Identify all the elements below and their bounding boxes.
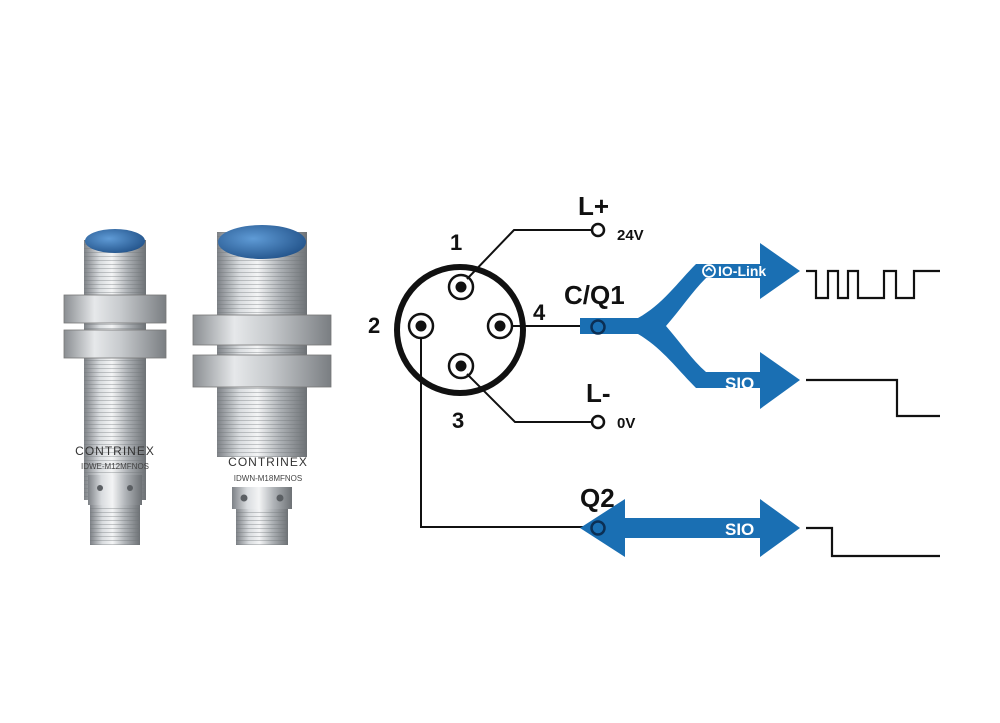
sensor-m18-led-ring (232, 487, 292, 509)
pin-4 (486, 312, 514, 340)
sensor-m18: CONTRINEX IDWN-M18MFNOS (192, 225, 332, 545)
sensor-m12-led-hole (127, 485, 133, 491)
sensor-m18-led-hole (240, 494, 248, 502)
pin-label-2: 2 (368, 313, 380, 338)
wire-pin2-q2 (420, 338, 592, 528)
cq1-forked-arrow: IO-Link SIO (580, 243, 800, 409)
signal-io-link-waveform (806, 269, 940, 300)
sensor-m18-brand: CONTRINEX (228, 455, 308, 469)
label-l-minus: L- (586, 378, 611, 408)
sensor-m18-led-hole (276, 494, 284, 502)
pin-1 (447, 273, 475, 301)
cq1-arrow-shape (580, 243, 800, 409)
label-24v: 24V (617, 227, 644, 244)
sensor-m18-model: IDWN-M18MFNOS (234, 474, 302, 483)
terminal-q2 (590, 520, 606, 536)
q2-arrow-shape (580, 499, 800, 557)
sensor-m12-led-ring (88, 475, 142, 505)
sensor-m18-nut-top (192, 314, 332, 346)
sensor-m12-thread (84, 240, 146, 500)
sensor-m18-nut-bottom (192, 354, 332, 388)
label-0v: 0V (617, 415, 635, 432)
pin-label-4: 4 (533, 300, 546, 325)
pin-2 (407, 312, 435, 340)
pin-3 (447, 352, 475, 380)
signal-sio-upper-waveform (806, 378, 940, 418)
io-link-logo-icon (702, 264, 716, 278)
signal-sio-lower-waveform (806, 526, 940, 558)
sensor-m12-brand: CONTRINEX (75, 444, 155, 458)
signals (806, 269, 940, 558)
terminal-lminus (590, 414, 606, 430)
sensor-m12-nut-top (63, 294, 167, 324)
q2-bidirectional-arrow: SIO (580, 499, 800, 557)
wire-pin1-lplus (466, 229, 592, 280)
label-sio-upper: SIO (725, 374, 754, 393)
m12-connector-pinout: 1 2 3 4 (368, 230, 546, 433)
connector-outline (394, 264, 526, 396)
label-l-plus: L+ (578, 191, 609, 221)
wires (420, 229, 592, 528)
sensor-m12-led-hole (97, 485, 103, 491)
terminal-cq1 (590, 319, 606, 335)
sensor-m12: CONTRINEX IDWE-M12MFNOS (63, 229, 167, 545)
sensor-m18-connector-thread (236, 509, 288, 545)
label-cq1: C/Q1 (564, 280, 625, 310)
label-sio-lower: SIO (725, 520, 754, 539)
pin-label-1: 1 (450, 230, 462, 255)
wire-pin3-lminus (466, 373, 592, 423)
sensor-m12-face (85, 229, 145, 253)
terminal-lplus (590, 222, 606, 238)
label-io-link: IO-Link (718, 263, 766, 279)
sensor-m18-face (218, 225, 306, 259)
sensor-m12-model: IDWE-M12MFNOS (81, 462, 149, 471)
sensor-m12-connector-thread (90, 505, 140, 545)
label-q2: Q2 (580, 483, 615, 513)
pin-label-3: 3 (452, 408, 464, 433)
sensor-m12-nut-bottom (63, 329, 167, 359)
